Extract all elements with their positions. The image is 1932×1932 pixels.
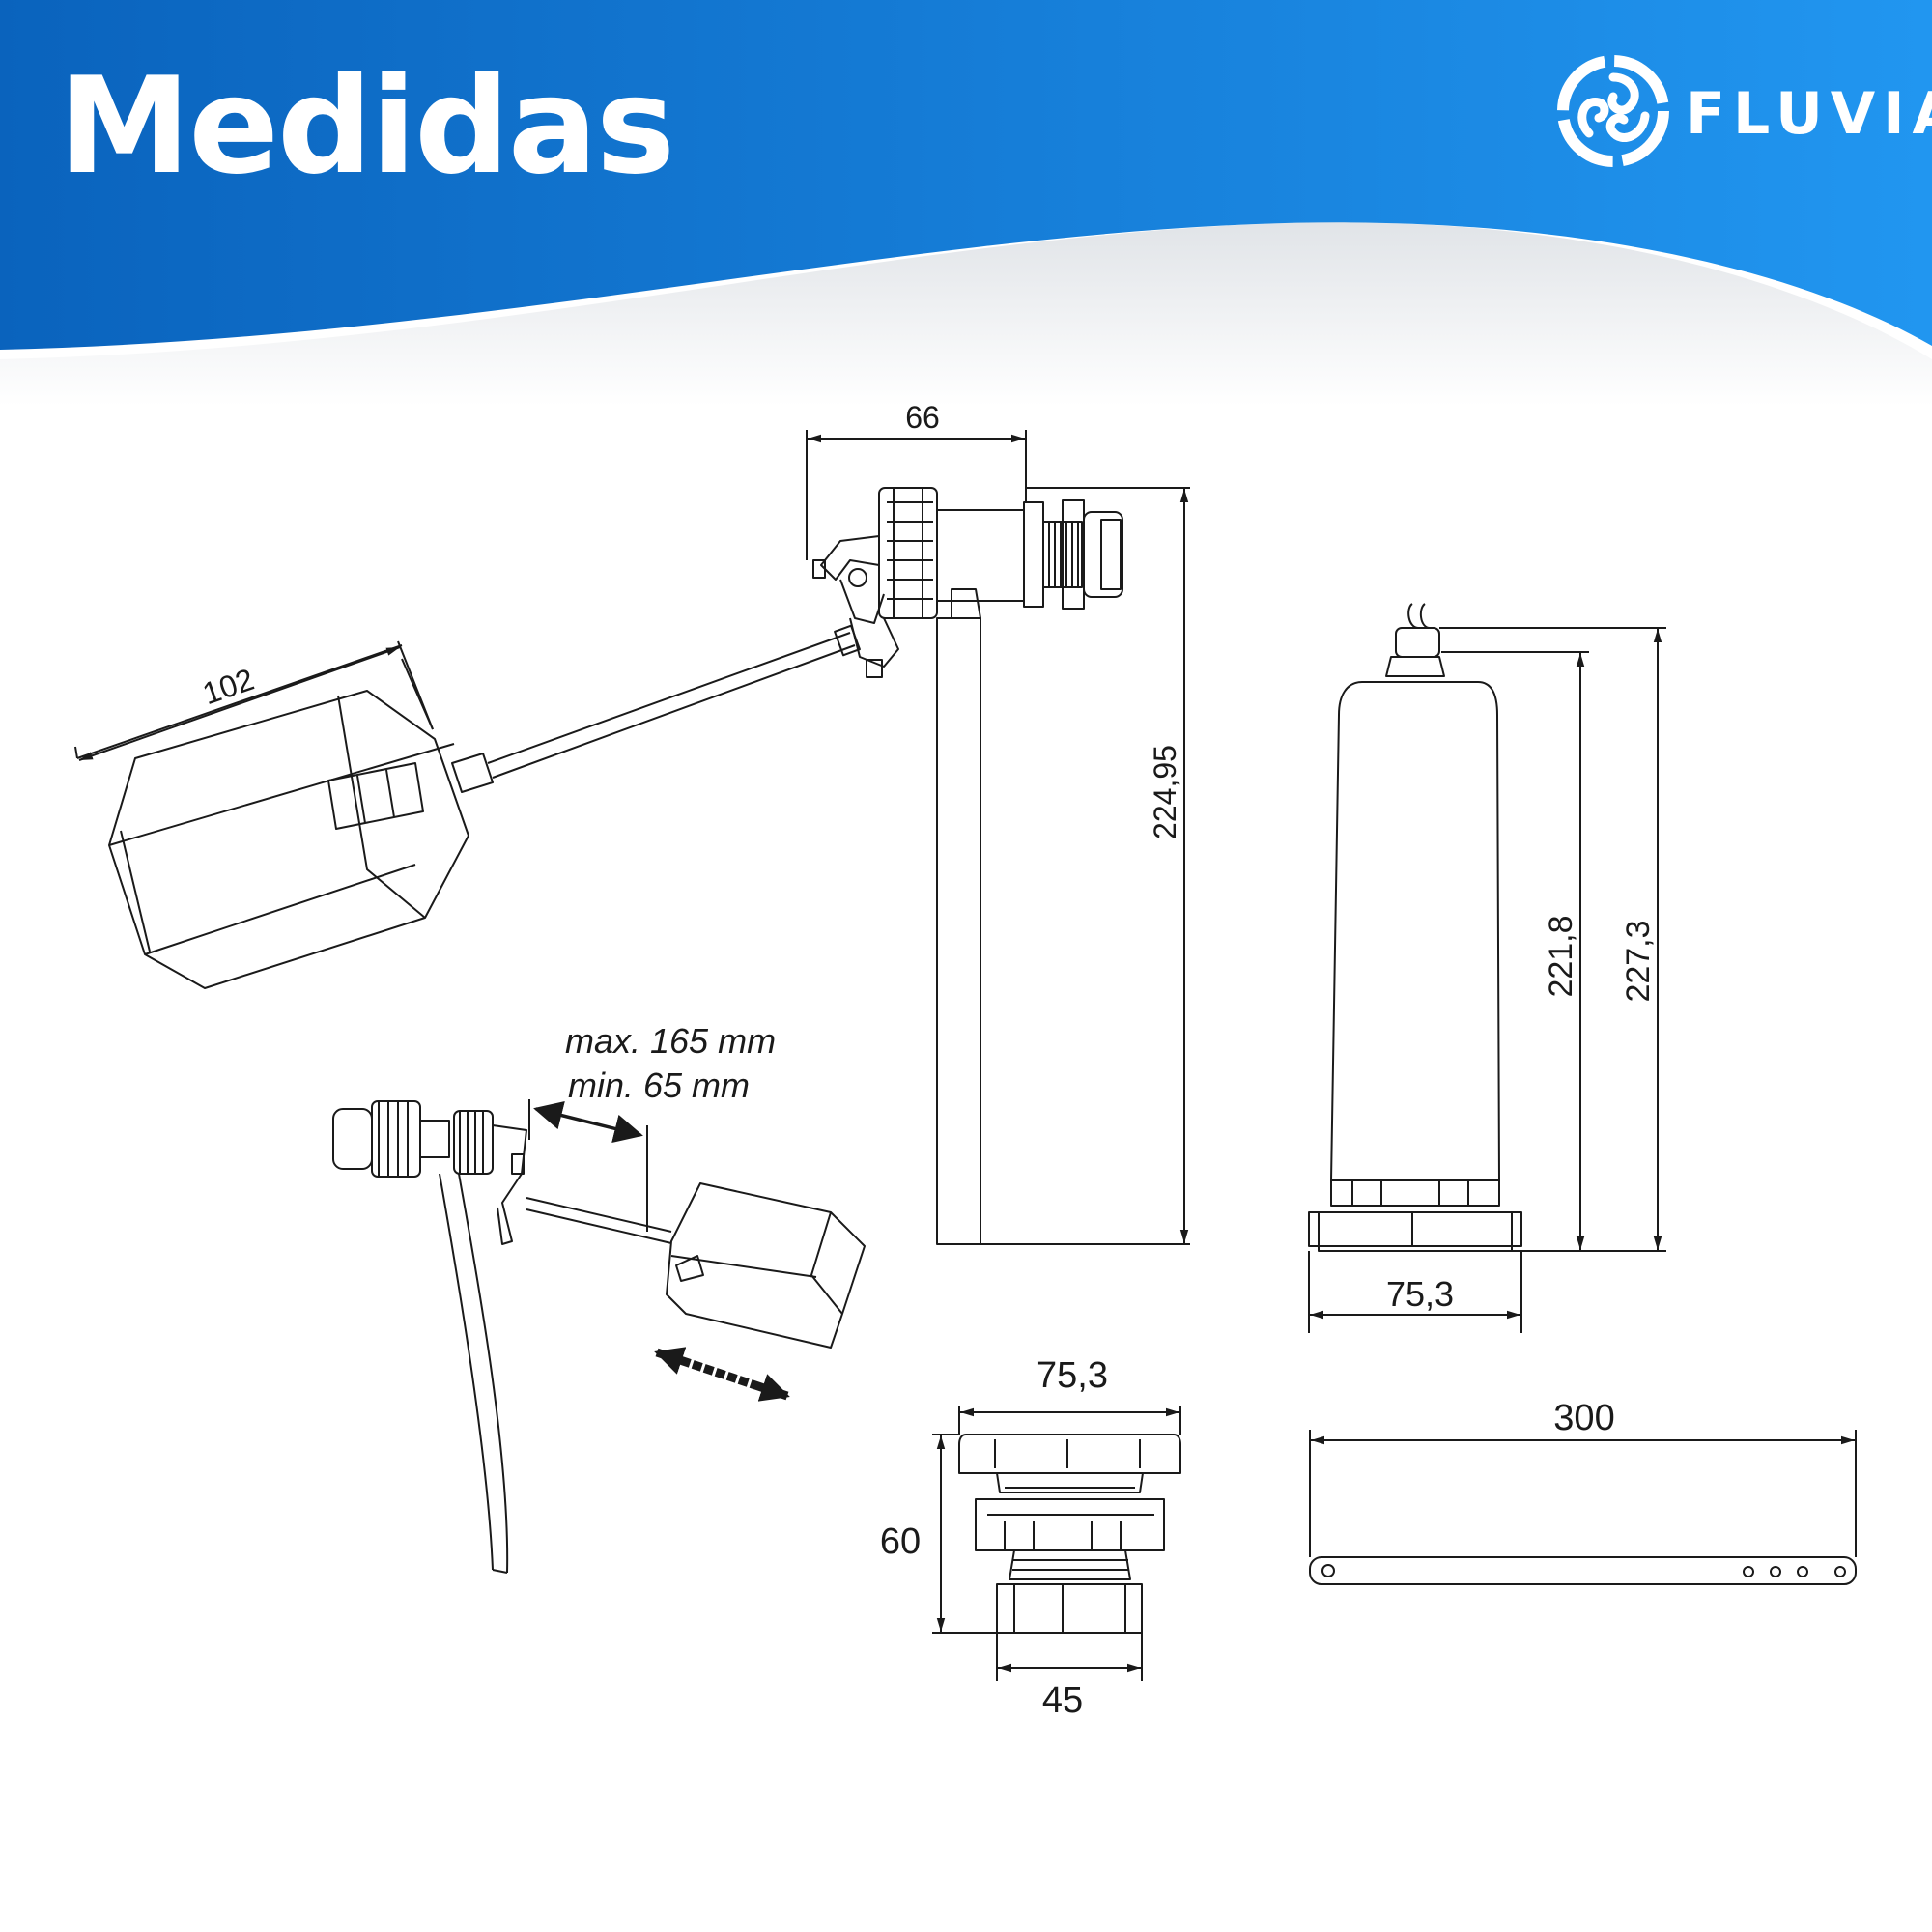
dim-label-60: 60 — [880, 1521, 921, 1562]
brand-name: FLUVIA — [1686, 80, 1932, 148]
dim-arm — [1309, 1430, 1857, 1557]
dim-label-227-3: 227,3 — [1620, 920, 1657, 1002]
dim-cylinder-heights — [1439, 627, 1666, 1252]
header-banner — [0, 0, 1932, 406]
dim-valve-height — [980, 487, 1190, 1245]
dim-label-224-95: 224,95 — [1148, 745, 1182, 839]
dim-label-66: 66 — [905, 400, 940, 435]
dim-cylinder-base — [1308, 1251, 1522, 1333]
adjustment-min-label: min. 65 mm — [568, 1065, 750, 1105]
dim-valve-width — [806, 430, 1027, 560]
dim-label-75-3-cylinder: 75,3 — [1386, 1274, 1454, 1314]
brand-logo: FLUVIA — [1550, 48, 1932, 184]
dim-label-221-8: 221,8 — [1543, 915, 1579, 997]
float-valve-drawing — [108, 487, 1123, 1245]
adjustment-max-label: max. 165 mm — [565, 1021, 776, 1061]
movement-arrow-icon — [654, 1347, 790, 1402]
dim-float-102 — [74, 640, 434, 761]
page-title: Medidas — [58, 48, 675, 204]
arm-drawing — [1309, 1556, 1857, 1585]
dim-label-300: 300 — [1553, 1398, 1614, 1438]
adjustment-range-arrow — [528, 1099, 648, 1232]
dim-label-75-3-nut: 75,3 — [1037, 1355, 1108, 1396]
dim-nut — [932, 1406, 1181, 1681]
dim-label-102: 102 — [198, 662, 258, 711]
fluvia-logo-icon — [1557, 55, 1669, 167]
dim-label-45: 45 — [1042, 1680, 1083, 1720]
adjustment-illustration — [332, 1100, 866, 1574]
nut-drawing — [958, 1434, 1181, 1634]
cylinder-float-drawing — [1308, 603, 1522, 1252]
